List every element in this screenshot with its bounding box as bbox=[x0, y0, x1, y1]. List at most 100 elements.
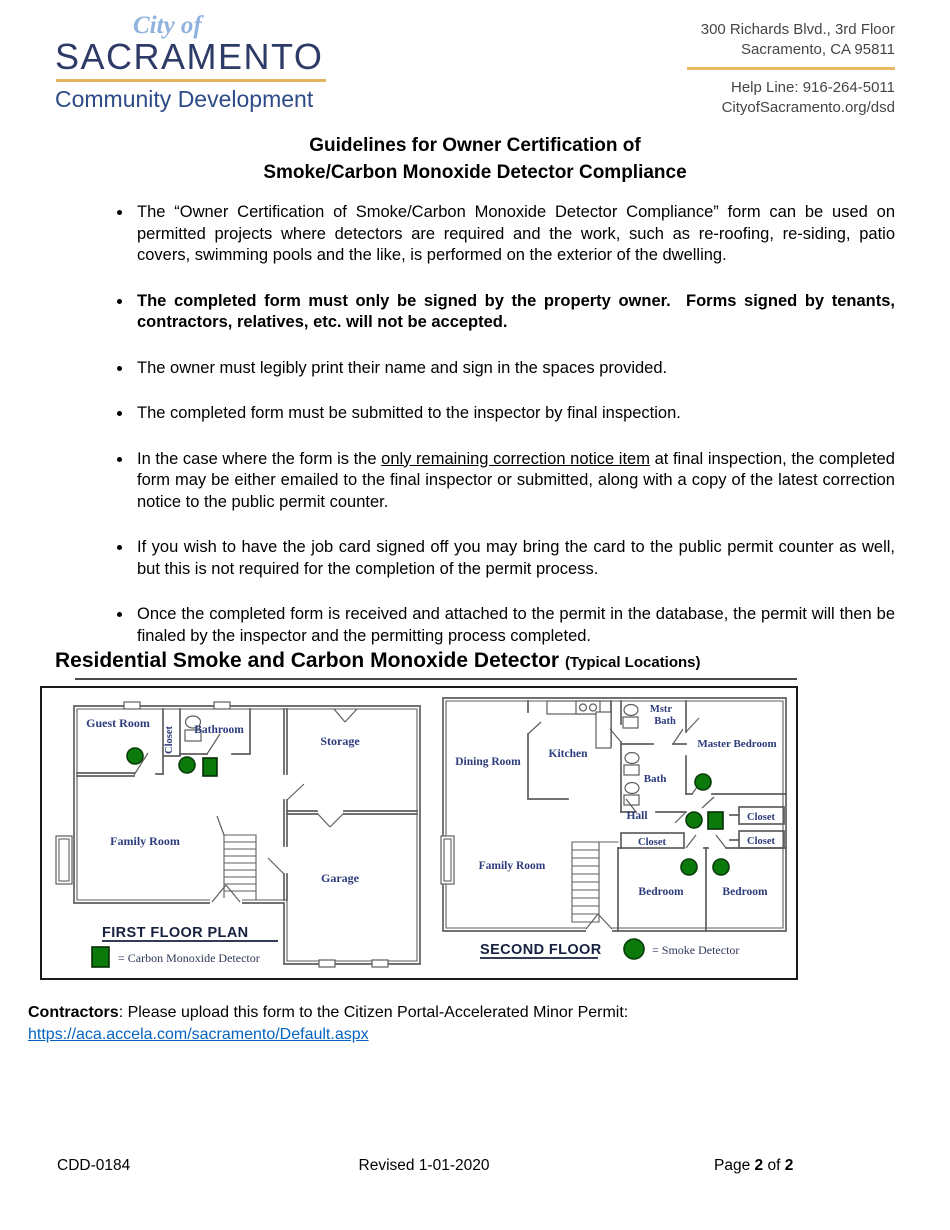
room-label-dining-room: Dining Room bbox=[455, 756, 521, 768]
door-swing bbox=[333, 708, 358, 723]
contractors-text: : Please upload this form to the Citizen… bbox=[118, 1004, 629, 1021]
title-line1: Guidelines for Owner Certification of bbox=[309, 135, 641, 156]
smoke-detector bbox=[680, 858, 698, 876]
bullet-text: The completed form must only be signed b… bbox=[137, 291, 895, 332]
list-item: Once the completed form is received and … bbox=[133, 604, 895, 647]
first-floor-caption: FIRST FLOOR PLAN bbox=[102, 925, 249, 941]
room-label-master-bedroom: Master Bedroom bbox=[697, 738, 776, 750]
walls bbox=[179, 708, 251, 755]
stairs bbox=[571, 841, 619, 923]
room-label-guest-room: Guest Room bbox=[86, 716, 150, 730]
stove-burner bbox=[588, 703, 598, 712]
door-opening bbox=[210, 898, 242, 905]
page-number: Page 2 of 2 bbox=[714, 1157, 793, 1175]
room-label-family-room: Family Room bbox=[479, 860, 546, 872]
wall-bump bbox=[318, 959, 336, 968]
door-swing bbox=[609, 728, 622, 743]
second-floor-plan: Dining Room Kitchen Mstr Bath Master Bed… bbox=[440, 697, 787, 960]
walls bbox=[162, 708, 181, 775]
room-label-closet: Closet bbox=[747, 836, 775, 847]
entry-bump bbox=[440, 835, 455, 885]
door-swing bbox=[672, 728, 684, 745]
contact-block: 300 Richards Blvd., 3rd Floor Sacramento… bbox=[687, 14, 895, 118]
door-opening bbox=[586, 925, 612, 932]
room-label-garage: Garage bbox=[321, 871, 360, 885]
address-line1: 300 Richards Blvd., 3rd Floor bbox=[700, 21, 895, 38]
walls bbox=[76, 772, 164, 777]
co-detector bbox=[202, 757, 218, 777]
co-detector-legend-label: = Carbon Monoxide Detector bbox=[118, 951, 260, 965]
entry-bump bbox=[443, 838, 452, 882]
contact-gold-rule bbox=[687, 67, 895, 70]
guidelines-list: The “Owner Certification of Smoke/Carbon… bbox=[0, 202, 950, 647]
bullet-text: The completed form must be submitted to … bbox=[137, 404, 681, 422]
first-floor-plan: Guest Room Closet Bathroom Storage Famil… bbox=[55, 701, 421, 968]
smoke-detector bbox=[685, 811, 703, 829]
logo-gold-rule bbox=[56, 79, 326, 82]
walls bbox=[286, 810, 418, 815]
kitchen-counter bbox=[595, 711, 612, 749]
document-id: CDD-0184 bbox=[57, 1157, 131, 1174]
stair-rail bbox=[216, 815, 225, 836]
section-heading-text: Residential Smoke and Carbon Monoxide De… bbox=[55, 649, 560, 672]
sink-fixture bbox=[622, 716, 639, 729]
toilet-fixture bbox=[623, 703, 639, 717]
page-footer: CDD-0184 Revised 1-01-2020 Page 2 of 2 bbox=[57, 1157, 895, 1175]
wall-bump bbox=[213, 701, 231, 710]
walls bbox=[527, 700, 569, 800]
room-label-mstr-bath: Bath bbox=[654, 716, 676, 727]
bullet-text: In the case where the form is the bbox=[137, 449, 382, 468]
revision-date: Revised 1-01-2020 bbox=[358, 1157, 490, 1174]
logo-city-of: City of bbox=[133, 12, 202, 39]
door-swing bbox=[527, 721, 542, 735]
room-label-kitchen: Kitchen bbox=[549, 748, 589, 760]
door-swing bbox=[625, 798, 637, 813]
room-label-bath: Bath bbox=[644, 773, 667, 785]
door-swing bbox=[685, 834, 727, 849]
wall-bump bbox=[371, 959, 389, 968]
list-item: In the case where the form is the only r… bbox=[133, 449, 895, 514]
floor-plan-diagram: Guest Room Closet Bathroom Storage Famil… bbox=[40, 686, 798, 980]
room-label-bedroom: Bedroom bbox=[638, 886, 684, 898]
room-label-bedroom: Bedroom bbox=[722, 886, 768, 898]
list-item: The completed form must only be signed b… bbox=[133, 291, 895, 334]
closet-box bbox=[620, 832, 685, 849]
list-item: If you wish to have the job card signed … bbox=[133, 537, 895, 580]
door-swing bbox=[316, 812, 345, 828]
second-floor-caption: SECOND FLOOR bbox=[480, 942, 602, 958]
walls bbox=[73, 705, 421, 965]
smoke-detector bbox=[712, 858, 730, 876]
entry-bump bbox=[55, 835, 73, 885]
door-swing bbox=[685, 717, 700, 733]
walls bbox=[729, 814, 740, 841]
entry-bump bbox=[58, 838, 70, 882]
website: CityofSacramento.org/dsd bbox=[721, 99, 895, 116]
title-line2: Smoke/Carbon Monoxide Detector Complianc… bbox=[263, 162, 687, 183]
page-number-text: of bbox=[763, 1157, 785, 1174]
room-label-mstr-bath: Mstr bbox=[650, 704, 672, 715]
room-label-closet: Closet bbox=[747, 812, 775, 823]
accela-portal-link[interactable]: https://aca.accela.com/sacramento/Defaul… bbox=[28, 1026, 369, 1043]
contractors-note: Contractors: Please upload this form to … bbox=[28, 1002, 895, 1046]
bullet-text-underlined: only remaining correction notice item bbox=[381, 449, 650, 468]
help-line: Help Line: 916-264-5011 bbox=[730, 79, 895, 96]
bullet-text: Once the completed form is received and … bbox=[137, 605, 895, 645]
room-label-family-room: Family Room bbox=[110, 834, 180, 848]
page-number-total: 2 bbox=[784, 1157, 794, 1174]
smoke-detector bbox=[694, 773, 712, 791]
contractors-label: Contractors bbox=[28, 1004, 119, 1021]
header: City of SACRAMENTO Community Development… bbox=[0, 0, 950, 118]
co-detector-legend-icon bbox=[91, 946, 110, 968]
door-swing bbox=[674, 796, 715, 824]
wall-bump bbox=[123, 701, 141, 710]
room-label-closet: Closet bbox=[638, 837, 666, 848]
bullet-text: If you wish to have the job card signed … bbox=[137, 538, 895, 578]
toilet-fixture bbox=[184, 715, 202, 729]
toilet-fixture bbox=[624, 751, 640, 765]
page-number-current: 2 bbox=[754, 1157, 764, 1174]
door-swing bbox=[206, 733, 221, 755]
bullet-text: The “Owner Certification of Smoke/Carbon… bbox=[137, 203, 895, 264]
sink-fixture bbox=[623, 794, 640, 806]
toilet-fixture bbox=[624, 781, 640, 795]
